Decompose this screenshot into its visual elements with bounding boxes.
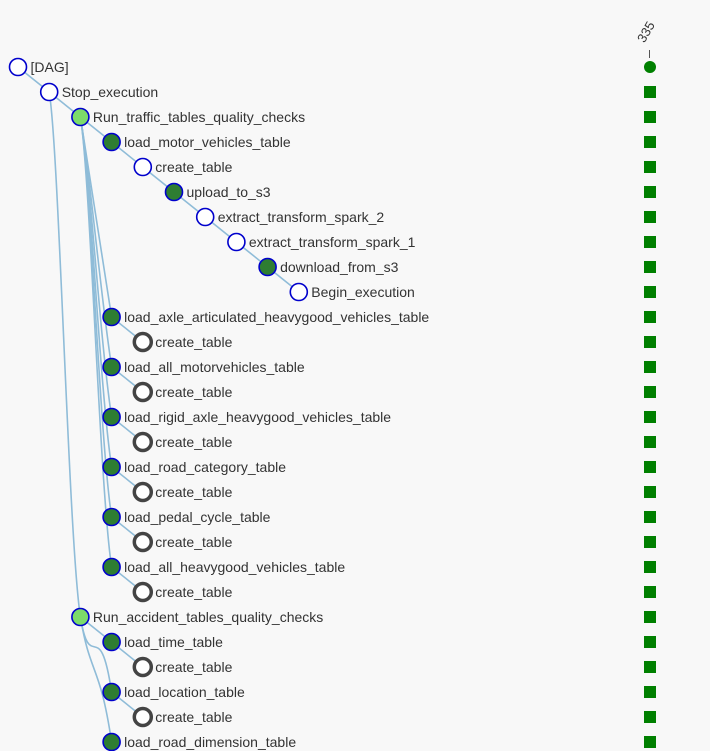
- task-instance-status-square[interactable]: [644, 161, 656, 173]
- dag-run-status-dot[interactable]: [644, 61, 656, 73]
- task-node-circle[interactable]: [132, 581, 154, 603]
- task-node-label[interactable]: upload_to_s3: [186, 184, 271, 200]
- task-node-circle[interactable]: [102, 407, 121, 427]
- task-instance-status-square[interactable]: [644, 86, 656, 98]
- task-node-circle[interactable]: [8, 57, 28, 77]
- task-node-label[interactable]: load_all_heavygood_vehicles_table: [124, 559, 346, 575]
- task-instance-status-square[interactable]: [644, 236, 656, 248]
- task-node-circle[interactable]: [132, 481, 154, 503]
- task-node-label[interactable]: download_from_s3: [280, 259, 399, 275]
- tree-link: [79, 616, 113, 743]
- task-node-circle[interactable]: [102, 307, 121, 327]
- task-node-circle[interactable]: [195, 207, 215, 227]
- task-node-label[interactable]: create_table: [155, 159, 233, 175]
- task-instance-status-square[interactable]: [644, 611, 656, 623]
- task-node-circle[interactable]: [133, 157, 153, 177]
- task-node-label[interactable]: load_pedal_cycle_table: [124, 509, 271, 525]
- task-node-circle[interactable]: [227, 232, 246, 252]
- task-node-label[interactable]: Run_accident_tables_quality_checks: [92, 609, 324, 625]
- task-instance-status-square[interactable]: [644, 436, 656, 448]
- task-node-label[interactable]: Begin_execution: [311, 284, 415, 300]
- task-instance-status-square[interactable]: [644, 336, 656, 348]
- task-instance-status-square[interactable]: [644, 661, 656, 673]
- task-instance-status-square[interactable]: [644, 411, 656, 423]
- task-node-label[interactable]: create_table: [155, 334, 233, 350]
- task-node-circle[interactable]: [132, 431, 154, 453]
- task-node-circle[interactable]: [102, 457, 121, 477]
- task-node-circle[interactable]: [102, 357, 121, 377]
- task-node-label[interactable]: Stop_execution: [61, 84, 159, 100]
- task-node-label[interactable]: load_time_table: [124, 634, 223, 650]
- task-instance-status-square[interactable]: [644, 136, 656, 148]
- task-node-circle[interactable]: [132, 656, 154, 678]
- task-node-circle[interactable]: [71, 607, 90, 627]
- task-instance-status-square[interactable]: [644, 361, 656, 373]
- task-node-label[interactable]: load_all_motorvehicles_table: [124, 359, 305, 375]
- task-instance-status-square[interactable]: [644, 636, 656, 648]
- task-node-circle[interactable]: [164, 182, 184, 202]
- task-node-label[interactable]: create_table: [155, 659, 233, 675]
- task-node-label[interactable]: load_location_table: [124, 684, 245, 700]
- task-node-circle[interactable]: [258, 257, 277, 277]
- run-tick: [649, 50, 650, 58]
- task-instance-status-square[interactable]: [644, 586, 656, 598]
- tree-nodes: [8, 57, 309, 751]
- tree-link: [79, 116, 113, 568]
- task-node-circle[interactable]: [102, 732, 121, 751]
- task-instance-status-square[interactable]: [644, 536, 656, 548]
- task-node-circle[interactable]: [289, 282, 309, 302]
- task-instance-status-square[interactable]: [644, 386, 656, 398]
- task-instance-status-square[interactable]: [644, 461, 656, 473]
- task-node-circle[interactable]: [102, 632, 121, 652]
- task-instance-status-square[interactable]: [644, 311, 656, 323]
- tree-link: [79, 616, 113, 693]
- task-node-circle[interactable]: [102, 682, 121, 702]
- task-node-label[interactable]: create_table: [155, 534, 233, 550]
- task-instance-status-square[interactable]: [644, 211, 656, 223]
- task-node-label[interactable]: create_table: [155, 384, 233, 400]
- task-instance-status-square[interactable]: [644, 286, 656, 298]
- task-node-label[interactable]: create_table: [155, 584, 233, 600]
- task-instance-status-square[interactable]: [644, 511, 656, 523]
- task-node-label[interactable]: load_rigid_axle_heavygood_vehicles_table: [124, 409, 392, 425]
- task-node-circle[interactable]: [132, 331, 154, 353]
- task-instance-status-square[interactable]: [644, 711, 656, 723]
- task-instance-status-square[interactable]: [644, 111, 656, 123]
- task-node-label[interactable]: load_road_dimension_table: [124, 734, 297, 750]
- task-instance-status-square[interactable]: [644, 486, 656, 498]
- task-instance-status-square[interactable]: [644, 736, 656, 748]
- task-node-label[interactable]: Run_traffic_tables_quality_checks: [92, 109, 306, 125]
- task-node-circle[interactable]: [132, 531, 154, 553]
- tree-link: [48, 91, 82, 618]
- task-instance-status-square[interactable]: [644, 261, 656, 273]
- task-node-label[interactable]: [DAG]: [30, 59, 69, 75]
- task-node-circle[interactable]: [102, 557, 121, 577]
- task-node-circle[interactable]: [102, 132, 121, 152]
- task-node-label[interactable]: extract_transform_spark_2: [217, 209, 385, 225]
- task-instance-status-square[interactable]: [644, 561, 656, 573]
- task-node-label[interactable]: create_table: [155, 434, 233, 450]
- task-node-label[interactable]: extract_transform_spark_1: [248, 234, 416, 250]
- task-node-circle[interactable]: [132, 706, 154, 728]
- task-node-circle[interactable]: [39, 82, 59, 102]
- task-node-circle[interactable]: [71, 107, 90, 127]
- task-node-circle[interactable]: [102, 507, 121, 527]
- task-node-label[interactable]: load_axle_articulated_heavygood_vehicles…: [124, 309, 430, 325]
- task-node-label[interactable]: create_table: [155, 709, 233, 725]
- task-node-label[interactable]: load_motor_vehicles_table: [124, 134, 291, 150]
- task-node-label[interactable]: load_road_category_table: [124, 459, 286, 475]
- task-node-label[interactable]: create_table: [155, 484, 233, 500]
- task-instance-status-square[interactable]: [644, 186, 656, 198]
- task-instance-status-square[interactable]: [644, 686, 656, 698]
- task-node-circle[interactable]: [132, 381, 154, 403]
